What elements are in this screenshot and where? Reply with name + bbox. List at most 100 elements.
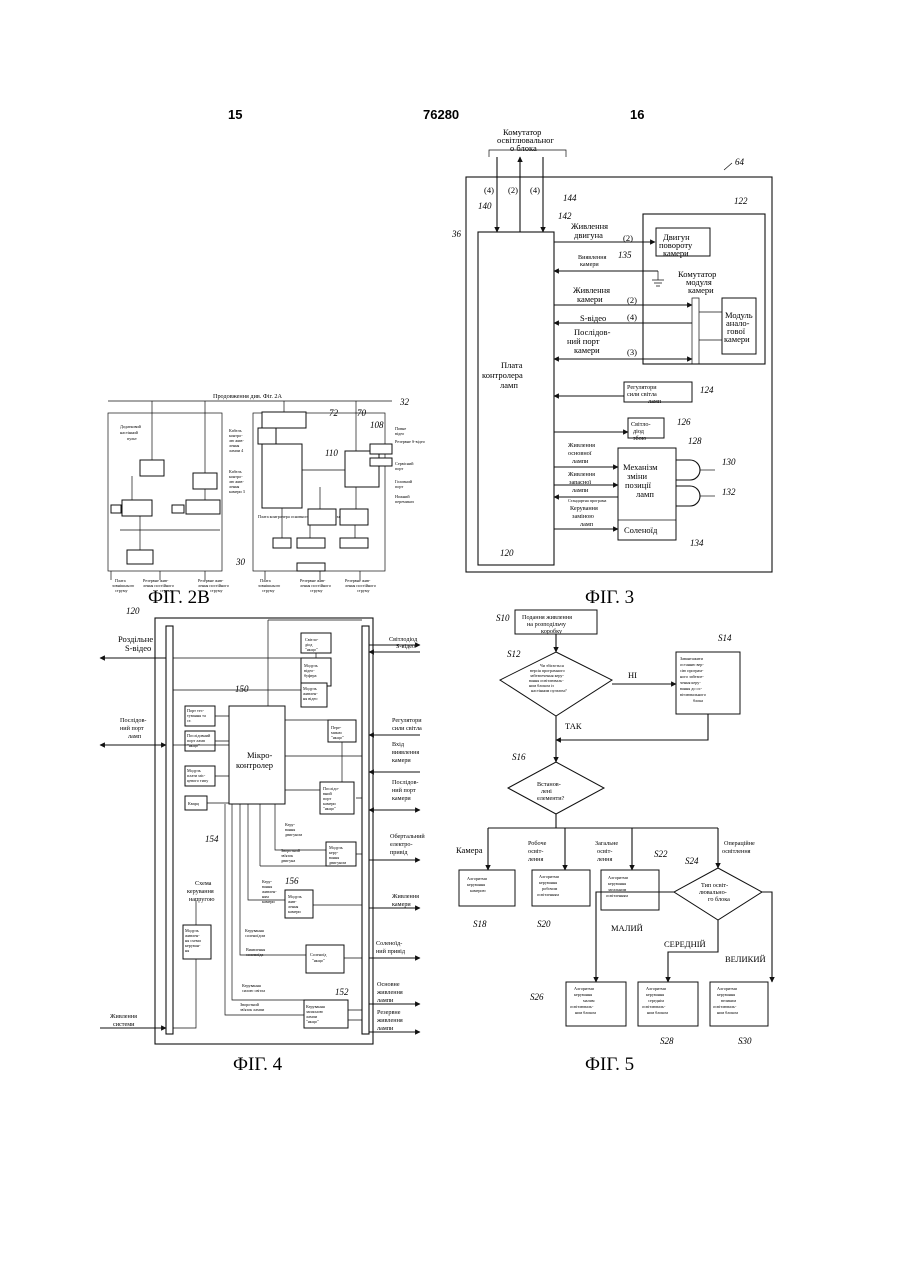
ref-64: 64: [735, 157, 745, 167]
svg-text:Резервне жив-лення постійногос: Резервне жив-лення постійногоструму: [300, 578, 331, 593]
svg-text:Керуваннязаміноюламп: Керуваннязаміноюламп: [570, 505, 598, 528]
lamp-132: [676, 486, 700, 506]
svg-text:Повневідео: Повневідео: [395, 426, 406, 436]
fig2b-caption: ФІГ. 2В: [148, 587, 210, 608]
fig4-outer-frame: [155, 618, 373, 1044]
ref-144: 144: [563, 193, 577, 203]
svg-text:Резервне жив-лення постійногос: Резервне жив-лення постійногоструму: [345, 578, 376, 593]
svg-text:Живленнякамери: Живленнякамери: [392, 893, 419, 908]
ref-110: 110: [325, 448, 338, 458]
r-svideo: S-відео: [396, 643, 415, 650]
fig3-caption: ФІГ. 3: [585, 587, 634, 608]
svg-text:Сервіснийпорт: Сервіснийпорт: [395, 461, 414, 471]
svg-text:Платазовнішньогоструму: Платазовнішньогоструму: [258, 578, 280, 593]
ref-70: 70: [357, 408, 367, 418]
lamp-130: [676, 460, 700, 480]
svg-text:Живленнязапасноїлампи: Живленнязапасноїлампи: [568, 471, 595, 494]
svideo-label: S-відео: [580, 313, 606, 323]
svg-text:Основнеживленнялампи: Основнеживленнялампи: [376, 981, 403, 1004]
svg-text:Комутатормодулякамери: Комутатормодулякамери: [678, 269, 716, 295]
ref-32: 32: [399, 397, 410, 407]
ref-30: 30: [235, 557, 246, 567]
ref-135: 135: [618, 250, 632, 260]
right-bus: [362, 626, 369, 1034]
fig4-ref-156: 156: [285, 876, 299, 886]
svg-text:Виявленнясоленоїда: Виявленнясоленоїда: [246, 947, 265, 957]
wire-2: (2): [508, 185, 518, 195]
ref-s20: S20: [537, 919, 551, 929]
svg-text:Кварц: Кварц: [188, 801, 200, 806]
ref-s28: S28: [660, 1036, 674, 1046]
svg-text:Регуляторисили світла: Регуляторисили світла: [392, 717, 422, 732]
no-label: НІ: [628, 670, 637, 680]
ref-s18: S18: [473, 919, 487, 929]
ref-142: 142: [558, 211, 572, 221]
ref-s16: S16: [512, 752, 526, 762]
ref-128: 128: [688, 436, 702, 446]
ref-s30: S30: [738, 1036, 752, 1046]
yes-label: ТАК: [565, 721, 582, 731]
svg-text:Соленоїд-ний привід: Соленоїд-ний привід: [376, 940, 406, 955]
medium-label: СЕРЕДНІЙ: [664, 939, 706, 949]
fig4-ref-152: 152: [335, 987, 349, 997]
svg-text:Послідов-ний портламп: Послідов-ний портламп: [120, 717, 147, 740]
fig4-ref-150: 150: [235, 684, 249, 694]
ref-36: 36: [451, 229, 462, 239]
svg-text:Чи збігаєтьсяверсія програмног: Чи збігаєтьсяверсія програмногозабезпече…: [529, 663, 567, 693]
wire-cam: (2): [627, 295, 637, 305]
ref-s26: S26: [530, 992, 544, 1002]
svg-text:Алгоритмикеруваннязагальнимосв: Алгоритмикеруваннязагальнимосвітленням: [606, 875, 629, 898]
figure-5: S10 Подання живленняна розподільчукоробк…: [456, 610, 772, 1075]
svg-text:Керу-ваннядвигуном: Керу-ваннядвигуном: [285, 822, 302, 837]
ref-130: 130: [722, 457, 736, 467]
svg-text:Резервнеживленнялампи: Резервнеживленнялампи: [376, 1009, 403, 1032]
svg-text:РоздільнеS-відео: РоздільнеS-відео: [118, 634, 153, 653]
large-label: ВЕЛИКИЙ: [725, 954, 766, 964]
svg-text:Модульживлен-ня відео: Модульживлен-ня відео: [302, 686, 318, 701]
wire-4a: (4): [484, 185, 494, 195]
ref-124: 124: [700, 385, 714, 395]
svg-text:Живленнякамери: Живленнякамери: [573, 285, 610, 304]
figure-2b: Продовження див. Фіг. 2А Додатковийнасті…: [108, 393, 425, 608]
ref-108: 108: [370, 420, 384, 430]
svg-text:Ножнийперемикач: Ножнийперемикач: [395, 494, 414, 504]
svg-text:Операційнеосвітлення: Операційнеосвітлення: [722, 840, 755, 855]
svg-text:Вхідвиявленнякамери: Вхідвиявленнякамери: [392, 741, 419, 764]
small-label: МАЛИЙ: [611, 923, 643, 933]
svg-text:Живленнядвигуна: Живленнядвигуна: [571, 221, 608, 240]
ref-s24: S24: [685, 856, 699, 866]
ref-72: 72: [329, 408, 339, 418]
svg-text:Керуваннясоленоїдом: Керуваннясоленоїдом: [245, 928, 265, 938]
svg-text:Послідов-ний порткамери: Послідов-ний порткамери: [392, 779, 419, 802]
figure-4: 120 Мікро-контролер 150 Світло-діод"якщо…: [100, 606, 425, 1075]
ref-134: 134: [690, 538, 704, 548]
svg-text:Живленнясистеми: Живленнясистеми: [110, 1013, 137, 1028]
lamp-controller-board: [478, 232, 554, 565]
connector: [692, 298, 699, 364]
decision-elements: [508, 762, 604, 814]
svg-text:Виявленнякамери: Виявленнякамери: [578, 254, 607, 268]
svg-text:Робочеосвіт-лення: Робочеосвіт-лення: [528, 840, 547, 863]
svg-text:Додатковийнастіннийпульт: Додатковийнастіннийпульт: [120, 424, 142, 441]
svg-text:Головнийпорт: Головнийпорт: [395, 479, 413, 489]
solenoid-label: Соленоїд: [624, 525, 658, 535]
ref-122: 122: [734, 196, 748, 206]
svg-text:Живленняосновноїлампи: Живленняосновноїлампи: [568, 442, 595, 465]
svg-text:Загальнеосвіт-лення: Загальнеосвіт-лення: [595, 840, 618, 863]
wire-serial: (3): [627, 347, 637, 357]
fig4-ref-154: 154: [205, 834, 219, 844]
ref-120: 120: [500, 548, 514, 558]
ref-132: 132: [722, 487, 736, 497]
patent-number: 76280: [423, 107, 459, 122]
ref-s10: S10: [496, 613, 510, 623]
fig4-ref-120: 120: [126, 606, 140, 616]
lamp-board-label: Платаконтролераламп: [482, 360, 523, 390]
svg-text:Керуваннясилою світла: Керуваннясилою світла: [242, 983, 265, 993]
svg-text:Платазовнішньогоструму: Платазовнішньогоструму: [112, 578, 134, 593]
svg-text:Алгоритмикеруваннякамерою: Алгоритмикеруваннякамерою: [467, 876, 488, 893]
ref-126: 126: [677, 417, 691, 427]
svg-text:Обертальнийелектро-привід: Обертальнийелектро-привід: [390, 833, 425, 856]
fig5-caption: ФІГ. 5: [585, 1054, 634, 1075]
decision-version: [500, 652, 612, 716]
